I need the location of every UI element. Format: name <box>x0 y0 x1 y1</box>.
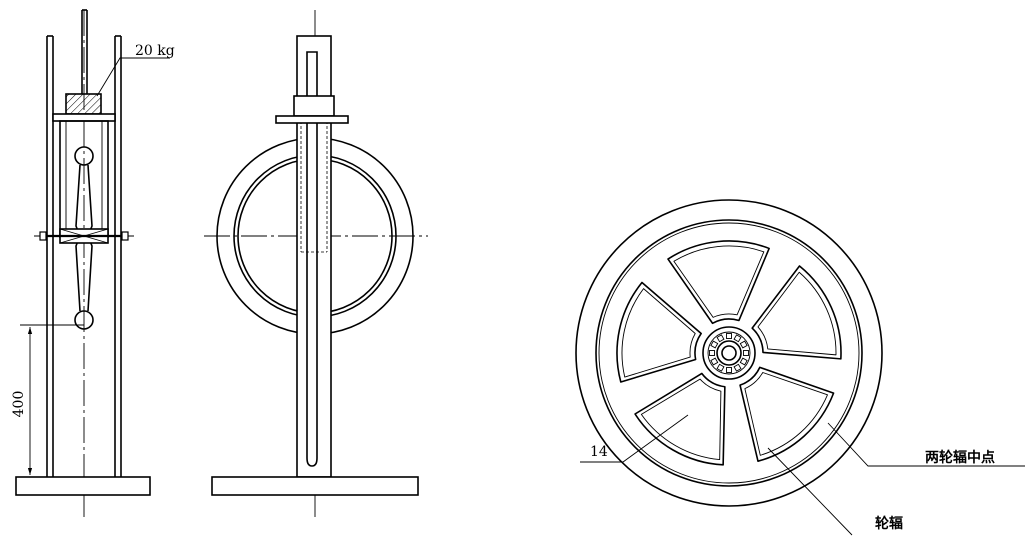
rim-top-section <box>74 146 94 166</box>
hub-outer <box>702 326 756 380</box>
spoke-window <box>616 281 702 383</box>
part-number-leader <box>580 414 689 463</box>
spoke-midpoint-leader <box>827 422 1025 467</box>
spoke-window <box>751 265 842 360</box>
spoke-group <box>616 240 842 466</box>
front-view: 400 20 kg <box>11 9 175 518</box>
hub-slot <box>739 340 748 349</box>
weight-block <box>65 93 102 115</box>
hub-slots <box>709 333 749 373</box>
front-base-plate <box>15 476 151 496</box>
spoke-window <box>667 240 770 325</box>
spoke-leader <box>767 447 853 536</box>
hub-slot <box>710 357 719 366</box>
weight-label: 20 kg <box>135 43 175 59</box>
cross-plate <box>52 113 116 122</box>
hub-slot <box>743 350 749 356</box>
tire-inner <box>595 219 863 487</box>
hub-slot <box>726 333 732 339</box>
side-weight <box>293 95 335 117</box>
spoke-window <box>673 245 765 318</box>
spoke-window <box>757 271 837 356</box>
spoke-window <box>739 366 835 462</box>
spoke-label: 轮辐 <box>875 515 903 532</box>
hub-slot <box>733 363 742 372</box>
side-view <box>204 10 428 518</box>
side-base-plate <box>211 476 419 496</box>
part-number-label: 14 <box>590 444 608 460</box>
hub-slot <box>733 334 742 343</box>
wheel-view: 14 两轮辐中点 轮辐 <box>575 199 1025 536</box>
side-cross-plate <box>275 115 349 124</box>
spoke-midpoint-label: 两轮辐中点 <box>925 449 995 466</box>
spoke-window <box>621 288 696 378</box>
hub-slot <box>716 334 725 343</box>
hub-slot <box>709 350 715 356</box>
hub-slot <box>726 367 732 373</box>
column-slot <box>306 51 318 467</box>
weight-leader-line <box>96 57 170 97</box>
spoke-window <box>634 372 726 466</box>
rim-bottom-section <box>74 310 94 330</box>
hub-bore <box>716 340 742 366</box>
spoke-window <box>744 372 828 456</box>
dimension-label-400: 400 <box>11 391 27 418</box>
spoke-window <box>640 378 722 461</box>
tire-outer <box>575 199 883 507</box>
hub-slot <box>739 357 748 366</box>
hub-slot <box>710 340 719 349</box>
hub-slot <box>716 363 725 372</box>
